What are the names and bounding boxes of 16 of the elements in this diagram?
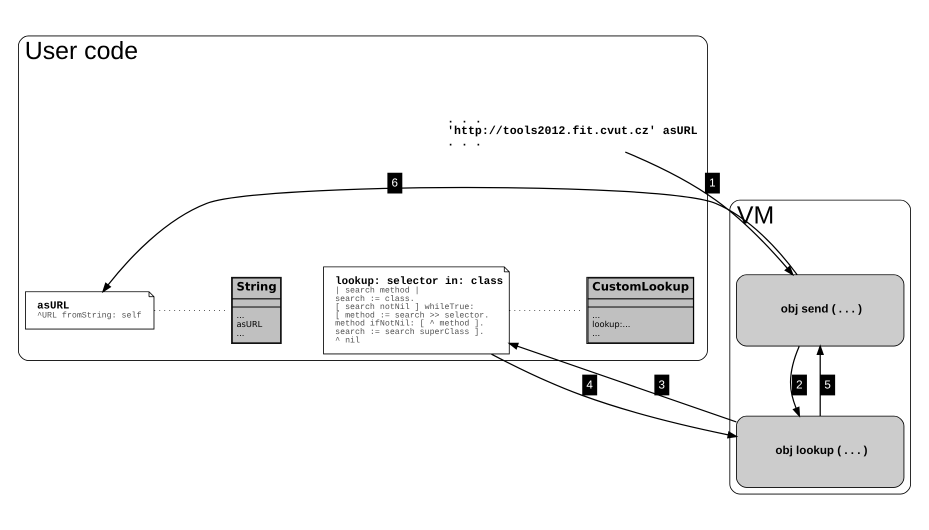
node-box: obj send ( . . . ) <box>736 274 904 346</box>
arrow <box>790 346 800 418</box>
edge-label: 5 <box>824 378 831 392</box>
node-box: obj lookup ( . . . ) <box>736 416 904 488</box>
arrow <box>508 342 737 423</box>
edge-label: 6 <box>392 176 398 190</box>
edge-label: 2 <box>796 378 803 392</box>
connector <box>508 310 580 311</box>
node-text: . . . 'http://tools2012.fit.cvut.cz' asURL . . . <box>447 113 698 150</box>
arrow <box>102 186 798 294</box>
edge-label: 3 <box>658 378 665 392</box>
edge-label: 1 <box>709 176 716 190</box>
arrow <box>816 344 824 416</box>
edge-label: 4 <box>586 378 593 392</box>
arrow <box>491 354 738 438</box>
arrow <box>625 152 794 276</box>
